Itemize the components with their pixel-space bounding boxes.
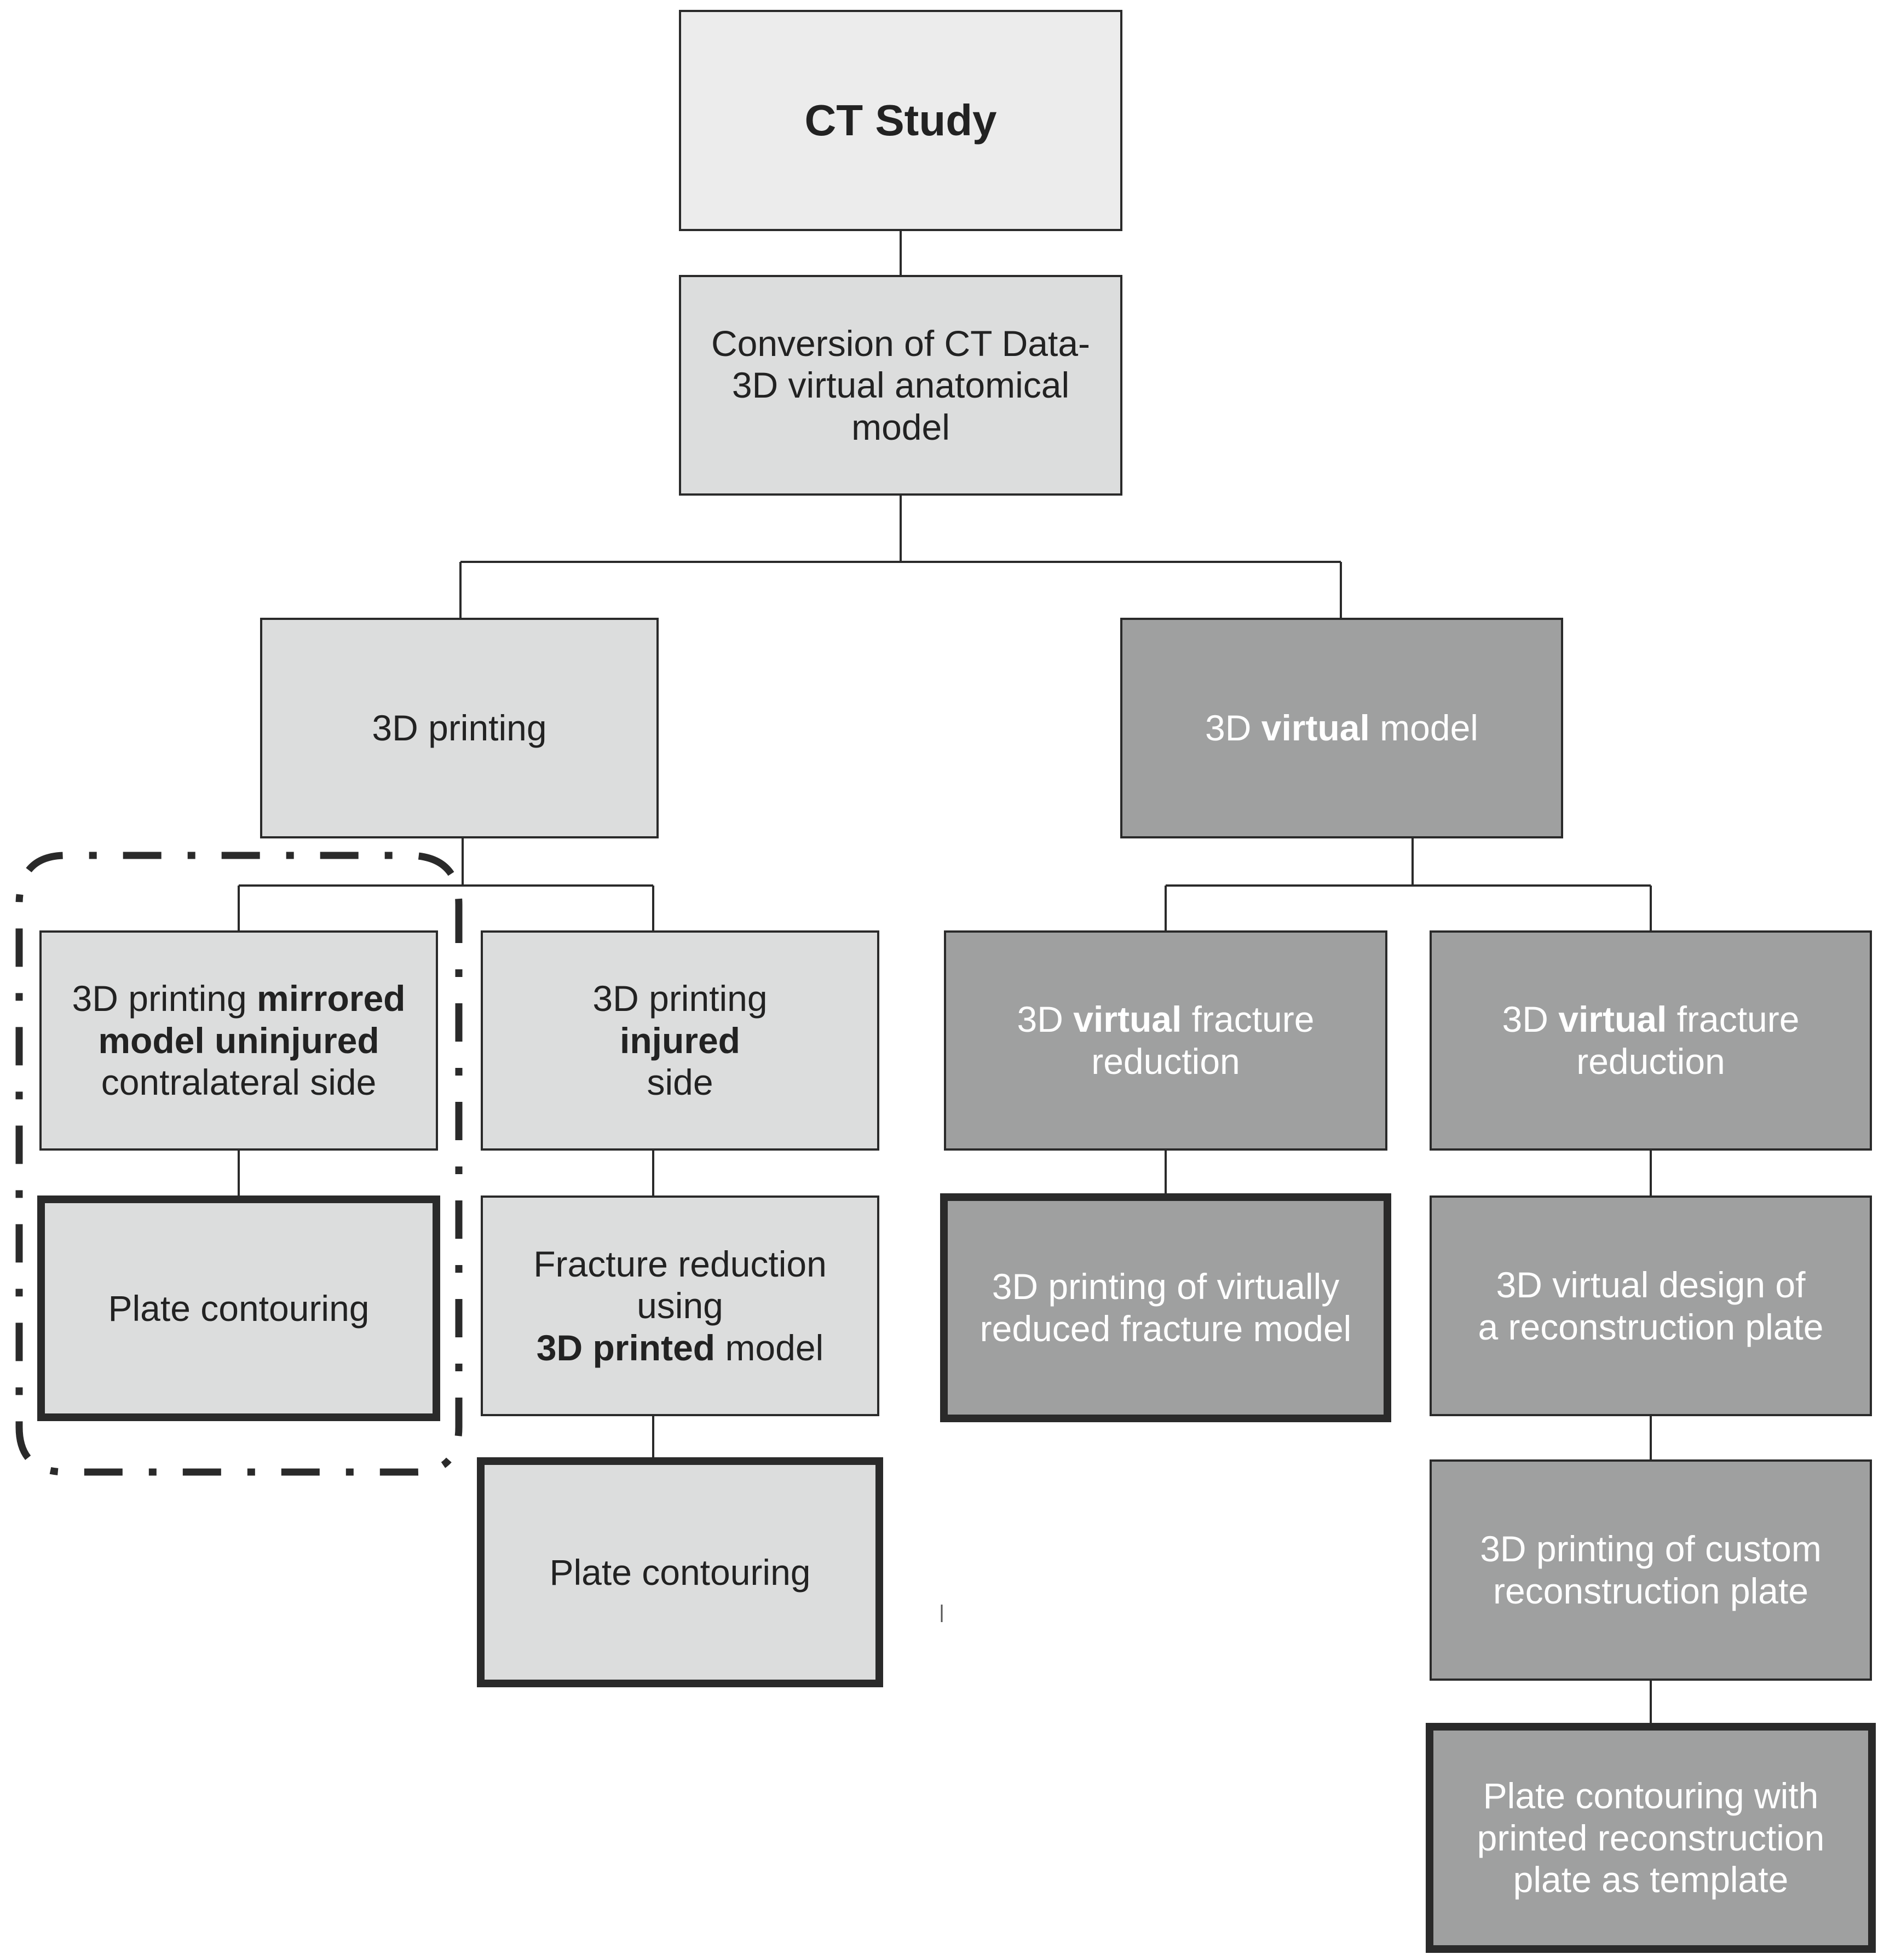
plate-contouring-1-label: Plate contouring <box>108 1287 370 1329</box>
virtual-reduction-1-label: 3D virtual fracture reduction <box>1017 998 1315 1082</box>
mirrored-line-2: model uninjured <box>98 1020 379 1061</box>
printing-custom-line-1: 3D printing of custom <box>1480 1528 1822 1570</box>
node-injured-side: 3D printing injured side <box>481 930 879 1151</box>
conversion-line-3: model <box>851 406 950 447</box>
fracture-reduction-part-2: model <box>715 1327 824 1368</box>
plate-contouring-2-label: Plate contouring <box>549 1551 811 1593</box>
printing-reduced-label: 3D printing of virtually reduced fractur… <box>980 1266 1352 1349</box>
injured-line-1: 3D printing <box>592 978 768 1019</box>
node-3d-virtual-model: 3D virtual model <box>1120 618 1563 838</box>
node-mirrored-model: 3D printing mirrored model uninjured con… <box>39 930 438 1151</box>
injured-label: 3D printing injured side <box>592 978 767 1103</box>
plate-contouring-template-label: Plate contouring with printed reconstruc… <box>1477 1775 1825 1901</box>
vr1-part-3: fracture <box>1182 999 1315 1040</box>
mirrored-line-1: 3D printing mirrored <box>72 978 406 1020</box>
node-conversion: Conversion of CT Data- 3D virtual anatom… <box>679 275 1122 496</box>
virtual-reduction-2-label: 3D virtual fracture reduction <box>1502 998 1800 1082</box>
printing-custom-label: 3D printing of custom reconstruction pla… <box>1480 1528 1822 1612</box>
node-plate-contouring-2: Plate contouring <box>477 1457 883 1687</box>
node-virtual-design-plate: 3D virtual design of a reconstruction pl… <box>1430 1195 1872 1416</box>
node-printing-reduced-model: 3D printing of virtually reduced fractur… <box>940 1193 1391 1422</box>
vr1-line-1: 3D virtual fracture <box>1017 998 1315 1041</box>
fracture-reduction-part-1: 3D printed <box>536 1327 716 1368</box>
node-fracture-reduction: Fracture reduction using 3D printed mode… <box>481 1195 879 1416</box>
node-3d-printing: 3D printing <box>260 618 659 838</box>
vr1-part-2: virtual <box>1073 999 1182 1040</box>
virtual-design-line-2: a reconstruction plate <box>1478 1306 1824 1347</box>
vr2-part-1: 3D <box>1502 999 1559 1040</box>
vr2-part-3: fracture <box>1667 999 1800 1040</box>
vr1-part-1: 3D <box>1017 999 1074 1040</box>
node-virtual-reduction-2: 3D virtual fracture reduction <box>1430 930 1872 1151</box>
mirrored-line-1-a: 3D printing <box>72 978 257 1019</box>
fracture-reduction-line-1: Fracture reduction <box>533 1243 827 1284</box>
plate-template-line-3: plate as template <box>1513 1859 1789 1900</box>
mirrored-label: 3D printing mirrored model uninjured con… <box>72 978 406 1103</box>
virtual-model-part-2: virtual <box>1261 708 1370 749</box>
node-plate-contouring-template: Plate contouring with printed reconstruc… <box>1426 1723 1876 1953</box>
fracture-reduction-line-2: using <box>637 1285 723 1326</box>
fracture-reduction-line-3: 3D printed model <box>533 1327 827 1369</box>
node-plate-contouring-1: Plate contouring <box>37 1195 440 1421</box>
injured-line-3: side <box>647 1062 713 1103</box>
node-ct-study-label: CT Study <box>804 95 996 146</box>
vr2-part-2: virtual <box>1558 999 1667 1040</box>
conversion-line-2: 3D virtual anatomical <box>731 365 1070 406</box>
printing-reduced-line-2: reduced fracture model <box>980 1308 1352 1349</box>
conversion-line-1: Conversion of CT Data- <box>711 323 1091 364</box>
mirrored-line-1-b: mirrored <box>257 978 406 1019</box>
node-printing-custom-plate: 3D printing of custom reconstruction pla… <box>1430 1459 1872 1681</box>
ct-study-text: CT Study <box>804 95 997 145</box>
fracture-reduction-label: Fracture reduction using 3D printed mode… <box>533 1243 827 1369</box>
virtual-model-label: 3D virtual model <box>1205 707 1478 749</box>
virtual-model-part-3: model <box>1369 708 1478 749</box>
virtual-model-part-1: 3D <box>1205 708 1261 749</box>
node-ct-study: CT Study <box>679 10 1122 231</box>
plate-template-line-1: Plate contouring with <box>1483 1775 1819 1817</box>
plate-template-line-2: printed reconstruction <box>1477 1817 1825 1858</box>
vr2-line-1: 3D virtual fracture <box>1502 998 1800 1041</box>
node-conversion-label: Conversion of CT Data- 3D virtual anatom… <box>711 323 1090 449</box>
virtual-design-line-1: 3D virtual design of <box>1496 1264 1806 1305</box>
dash-dot-highlight-frame <box>15 852 463 1476</box>
injured-line-2: injured <box>619 1020 740 1061</box>
mirrored-line-3: contralateral side <box>101 1062 377 1103</box>
vr1-line-2: reduction <box>1091 1041 1240 1082</box>
printing-reduced-line-1: 3D printing of virtually <box>992 1266 1340 1307</box>
node-virtual-reduction-1: 3D virtual fracture reduction <box>944 930 1387 1151</box>
printing-label: 3D printing <box>372 708 547 749</box>
vr2-line-2: reduction <box>1576 1041 1725 1082</box>
virtual-design-label: 3D virtual design of a reconstruction pl… <box>1478 1264 1823 1348</box>
printing-custom-line-2: reconstruction plate <box>1493 1571 1808 1611</box>
